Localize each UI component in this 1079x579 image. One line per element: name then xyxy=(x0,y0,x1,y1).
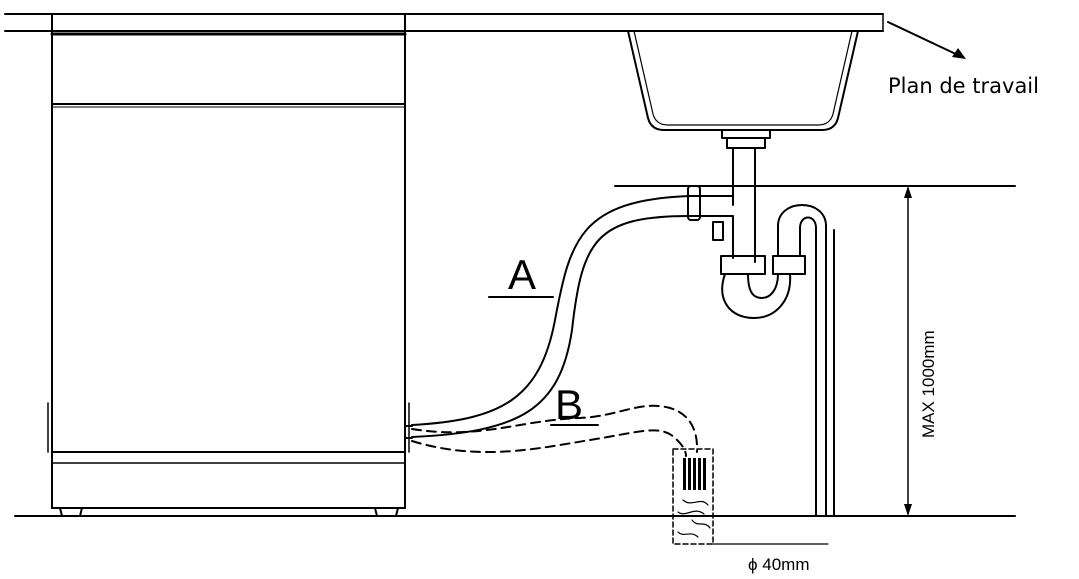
sink-basin xyxy=(627,30,859,131)
drain-hose-a xyxy=(411,195,691,438)
worktop xyxy=(4,13,884,32)
max-height-dimension xyxy=(904,186,912,516)
worktop-pointer-arrow xyxy=(887,21,966,59)
max-height-label: MAX 1000mm xyxy=(919,330,938,438)
hose-inlet-connector xyxy=(687,185,734,259)
hose-a-label: A xyxy=(508,251,537,298)
pipe-diameter-label: ϕ 40mm xyxy=(748,555,810,574)
floor-drain-pipe xyxy=(672,448,714,545)
dishwasher xyxy=(47,13,413,517)
sink-drain-tailpiece xyxy=(721,129,771,263)
drain-hose-b xyxy=(411,404,699,457)
worktop-label: Plan de travail xyxy=(888,74,1039,98)
p-trap xyxy=(720,204,827,319)
standpipe xyxy=(815,225,835,517)
hose-end-fitting xyxy=(683,458,706,490)
hose-b-label: B xyxy=(555,381,584,428)
